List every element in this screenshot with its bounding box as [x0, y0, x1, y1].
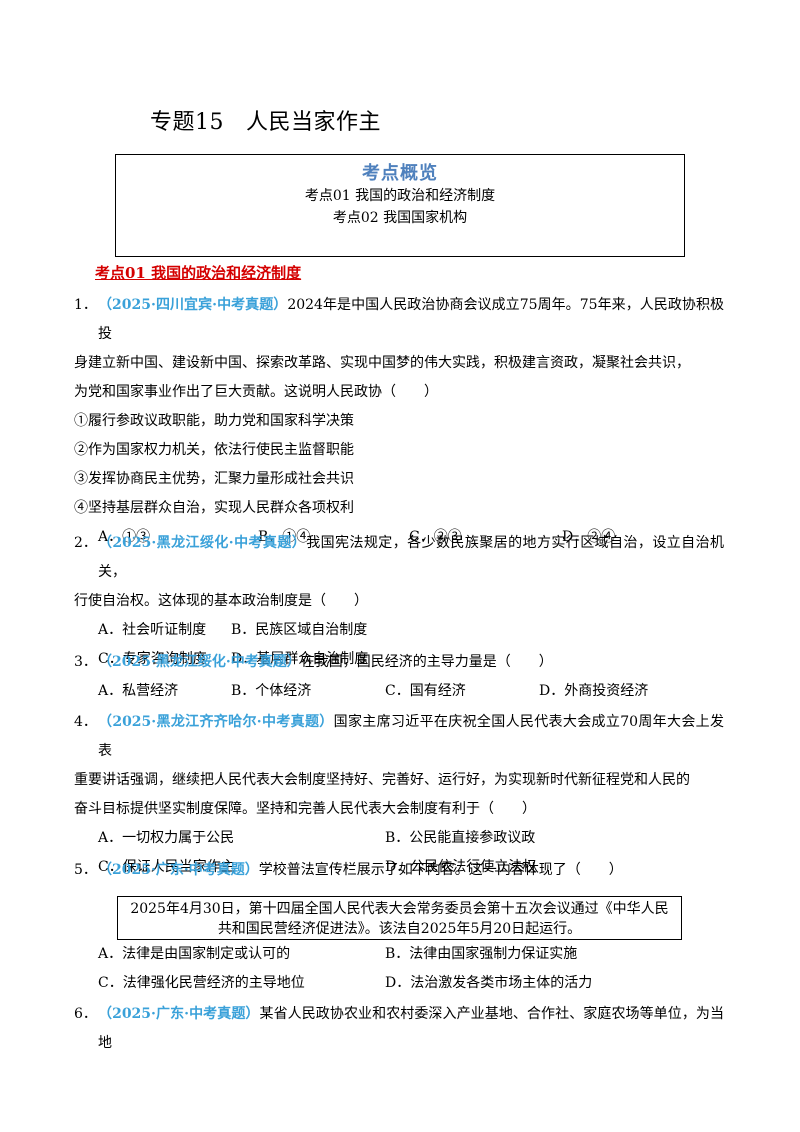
question-1: 1． （2025·四川宜宾·中考真题）2024年是中国人民政治协商会议成立75周…	[74, 291, 724, 552]
question-source: （2025·黑龙江绥化·中考真题）	[98, 535, 307, 551]
options-row: A．法律是由国家制定或认可的 B．法律由国家强制力保证实施	[98, 940, 724, 969]
question-text: 我国宪法规定，各少数民族聚居的地方实行区域自治，设立自治机关，	[98, 535, 725, 580]
section-heading: 考点01 我国的政治和经济制度	[95, 264, 302, 282]
statement: ④坚持基层群众自治，实现人民群众各项权利	[74, 500, 354, 516]
question-source: （2025·四川宜宾·中考真题）	[98, 297, 288, 313]
options-row: A．社会听证制度 B．民族区域自治制度	[98, 616, 724, 645]
question-number: 2．	[74, 535, 97, 551]
option-a: A．社会听证制度	[98, 622, 207, 638]
question-source: （2025·广东·中考真题）	[98, 1006, 260, 1022]
overview-heading: 考点概览	[362, 163, 438, 184]
options-row: A．私营经济 B．个体经济 C．国有经济 D．外商投资经济	[98, 677, 724, 706]
material-box: 2025年4月30日，第十四届全国人民代表大会常务委员会第十五次会议通过《中华人…	[117, 896, 682, 940]
question-text: 国家主席习近平在庆祝全国人民代表大会成立70周年大会上发表	[98, 714, 724, 759]
options-row: A．一切权力属于公民 B．公民能直接参政议政	[98, 824, 724, 853]
question-3: 3． （2025·黑龙江绥化·中考真题）在我国，国民经济的主导力量是（ ） A．…	[74, 648, 724, 706]
page-title: 专题15 人民当家作主	[150, 104, 381, 136]
option-d: D．公民依法行使立法权	[385, 859, 537, 875]
option-a: A．法律是由国家制定或认可的	[98, 946, 291, 962]
question-number: 1．	[74, 297, 97, 313]
question-text: 在我国，国民经济的主导力量是（ ）	[300, 654, 553, 670]
question-source: （2025·广东·中考真题）	[98, 862, 259, 878]
question-number: 4．	[74, 714, 97, 730]
option-a: A．一切权力属于公民	[98, 830, 235, 846]
option-d: D．②④	[562, 529, 616, 545]
question-number: 3．	[74, 654, 97, 670]
title-name: 人民当家作主	[246, 110, 382, 135]
question-text: 学校普法宣传栏展示了如下内容。这一内容体现了（ ）	[258, 862, 623, 878]
question-6: 6． （2025·广东·中考真题）某省人民政协农业和农村委深入产业基地、合作社、…	[74, 1000, 724, 1058]
question-text: 为党和国家事业作出了巨大贡献。这说明人民政协（ ）	[74, 384, 438, 400]
question-4: 4． （2025·黑龙江齐齐哈尔·中考真题）国家主席习近平在庆祝全国人民代表大会…	[74, 708, 724, 882]
question-source: （2025·黑龙江绥化·中考真题）	[98, 654, 301, 670]
statement: ③发挥协商民主优势，汇聚力量形成社会共识	[74, 471, 354, 487]
question-text: 奋斗目标提供坚实制度保障。坚持和完善人民代表大会制度有利于（ ）	[74, 801, 536, 817]
option-c: C．国有经济	[385, 683, 466, 699]
option-d: D．法治激发各类市场主体的活力	[385, 975, 593, 991]
option-c: C．专家咨询制度	[98, 651, 207, 667]
option-d: D．外商投资经济	[539, 683, 649, 699]
option-b: B．个体经济	[231, 683, 312, 699]
option-b: B．法律由国家强制力保证实施	[385, 946, 578, 962]
material-text: 2025年4月30日，第十四届全国人民代表大会常务委员会第十五次会议通过《中华人…	[130, 901, 669, 917]
question-5: 5． （2025·广东·中考真题）学校普法宣传栏展示了如下内容。这一内容体现了（…	[74, 856, 724, 885]
options-row: C．保证人民当家作主 D．公民依法行使立法权	[98, 853, 724, 882]
question-text: 身建立新中国、建设新中国、探索改革路、实现中国梦的伟大实践，积极建言资政，凝聚社…	[74, 355, 690, 371]
material-text: 共和国民营经济促进法》。该法自2025年5月20日起运行。	[217, 921, 582, 937]
question-2: 2． （2025·黑龙江绥化·中考真题）我国宪法规定，各少数民族聚居的地方实行区…	[74, 529, 724, 674]
question-text: 重要讲话强调，继续把人民代表大会制度坚持好、完善好、运行好，为实现新时代新征程党…	[74, 772, 690, 788]
option-c: C．保证人民当家作主	[98, 859, 235, 875]
overview-box: 考点概览 考点01 我国的政治和经济制度 考点02 我国国家机构	[115, 154, 685, 257]
option-b: B．民族区域自治制度	[231, 622, 368, 638]
options-row: C．法律强化民营经济的主导地位 D．法治激发各类市场主体的活力	[98, 969, 724, 998]
question-text: 行使自治权。这体现的基本政治制度是（ ）	[74, 593, 368, 609]
question-text: 2024年是中国人民政治协商会议成立75周年。75年来，人民政协积极投	[98, 297, 724, 342]
question-number: 6．	[74, 1006, 97, 1022]
option-b: B．公民能直接参政议政	[385, 830, 536, 846]
question-source: （2025·黑龙江齐齐哈尔·中考真题）	[98, 714, 334, 730]
option-c: C．法律强化民营经济的主导地位	[98, 975, 305, 991]
title-prefix: 专题15	[150, 110, 224, 135]
option-c: C．②③	[409, 529, 462, 545]
statement: ①履行参政议政职能，助力党和国家科学决策	[74, 413, 354, 429]
overview-item-1: 考点01 我国的政治和经济制度	[304, 188, 496, 204]
overview-item-2: 考点02 我国国家机构	[332, 210, 468, 226]
question-text: 某省人民政协农业和农村委深入产业基地、合作社、家庭农场等单位，为当地	[98, 1006, 724, 1051]
statement: ②作为国家权力机关，依法行使民主监督职能	[74, 442, 354, 458]
option-a: A．①③	[98, 529, 151, 545]
option-b: B．①④	[258, 529, 311, 545]
question-5-options: A．法律是由国家制定或认可的 B．法律由国家强制力保证实施 C．法律强化民营经济…	[74, 940, 724, 998]
option-a: A．私营经济	[98, 683, 179, 699]
question-number: 5．	[74, 862, 97, 878]
options-row: C．专家咨询制度 D．基层群众自治制度	[98, 645, 724, 674]
options-row: A．①③ B．①④ C．②③ D．②④	[98, 523, 724, 552]
option-d: D．基层群众自治制度	[231, 651, 369, 667]
